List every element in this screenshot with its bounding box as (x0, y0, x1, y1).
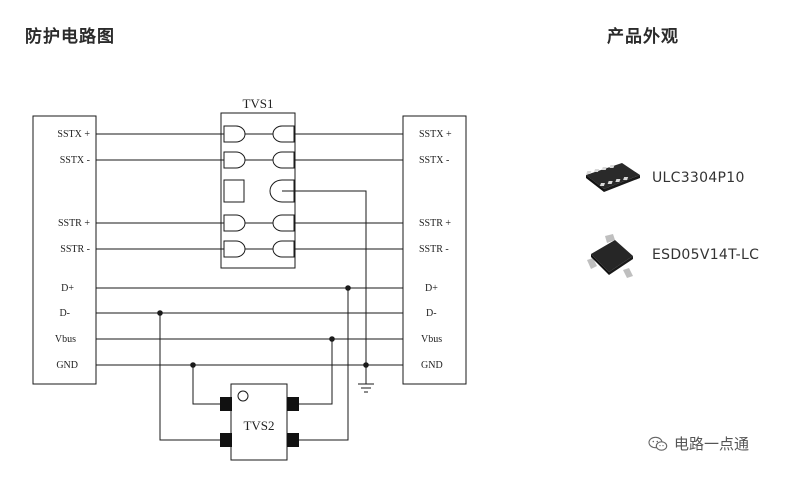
tvs2-dplus-wire (287, 288, 349, 441)
right-pin-label: SSTX + (419, 129, 452, 140)
left-pin-label: SSTR - (60, 244, 90, 255)
tvs2-vbus-wire (287, 339, 333, 405)
left-pin-label: GND (56, 360, 78, 371)
tvs1-gnd-wire (282, 190, 367, 384)
left-pin-label: Vbus (55, 334, 76, 345)
left-connector (32, 115, 97, 385)
right-pin-label: SSTX - (419, 155, 449, 166)
tvs2-dminus-wire (159, 313, 231, 441)
tvs1-label: TVS1 (242, 96, 273, 111)
wechat-icon (648, 436, 668, 451)
left-pin-label: SSTR + (58, 218, 90, 229)
left-pin-label: SSTX + (57, 129, 90, 140)
tvs2-pin1-marker (237, 390, 249, 402)
left-pin-label: SSTX - (60, 155, 90, 166)
right-pin-label: SSTR - (419, 244, 449, 255)
product-name: ESD05V14T-LC (652, 247, 760, 263)
left-pin-label: D+ (61, 283, 74, 294)
right-pin-label: SSTR + (419, 218, 451, 229)
right-pin-label: Vbus (421, 334, 442, 345)
dfn-package-chip-icon (586, 163, 640, 192)
product-title: 产品外观 (607, 27, 679, 47)
watermark: 电路一点通 (648, 433, 749, 454)
right-connector (402, 115, 467, 385)
ground-symbol (358, 383, 374, 393)
junction-dots (157, 285, 369, 368)
right-pin-label: GND (421, 360, 443, 371)
tvs2-body (230, 383, 288, 461)
circuit-title: 防护电路图 (25, 27, 115, 47)
tvs2-pads (220, 397, 299, 447)
product-name: ULC3304P10 (652, 170, 745, 186)
tvs2-gnd-wire (192, 365, 231, 405)
right-pin-label: D+ (425, 283, 438, 294)
sot23-package-chip-icon (587, 234, 633, 278)
watermark-text: 电路一点通 (674, 435, 750, 453)
left-pin-label: D- (59, 308, 70, 319)
tvs2-label: TVS2 (243, 418, 274, 433)
right-pin-label: D- (426, 308, 437, 319)
